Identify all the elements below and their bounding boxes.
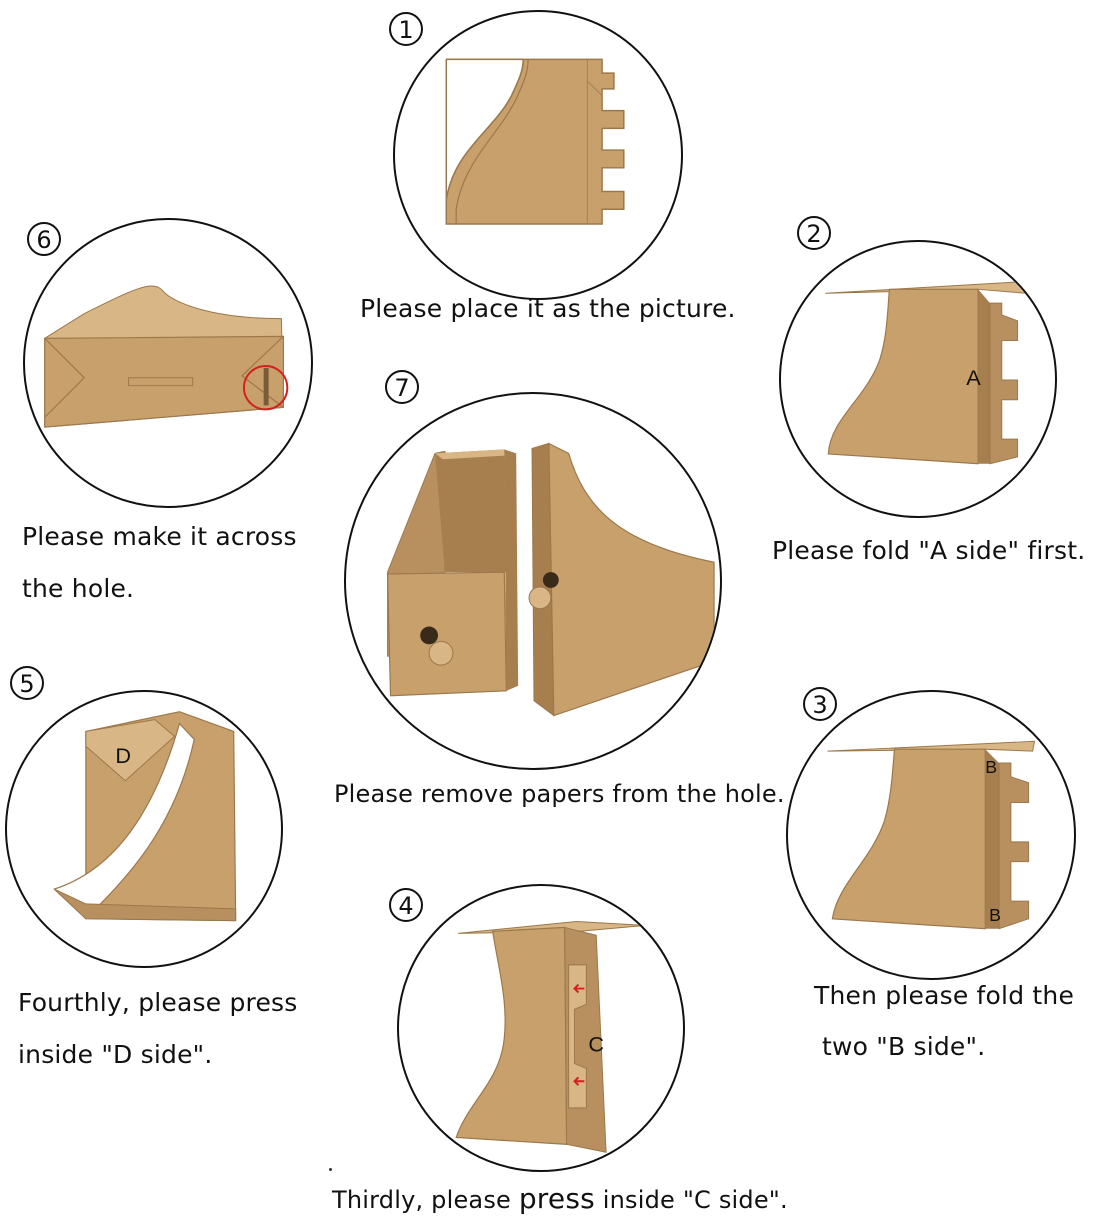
step-6-caption-line-1: Please make it across [22, 522, 297, 551]
step-2-illustration: A [825, 280, 1028, 465]
cardboard-d-fold: D [53, 711, 237, 922]
label-a: A [966, 365, 981, 390]
hole-highlight-ring [242, 364, 289, 411]
step-5-caption-line-1: Fourthly, please press [18, 988, 298, 1017]
step-7-number: 7 [385, 370, 419, 404]
step-4-caption-suffix: inside "C side". [594, 1186, 788, 1214]
step-3-caption-line-1: Then please fold the [814, 981, 1075, 1010]
step-5-image: D [5, 690, 283, 968]
assembled-box-lying [44, 285, 289, 428]
cardboard-c-fold: C [455, 921, 646, 1153]
step-3-image: B B [786, 690, 1076, 980]
cardboard-b-fold: B B [827, 740, 1036, 930]
flat-cardboard-sheet [445, 58, 625, 225]
step-6-illustration [44, 285, 289, 428]
step-7-image [344, 392, 722, 770]
step-5-illustration: D [53, 711, 237, 922]
step-6-caption-line-2: the hole. [22, 574, 135, 603]
finished-holder-side [528, 442, 715, 717]
stray-dot [329, 1168, 332, 1171]
step-4-image: C [397, 884, 685, 1172]
step-4-caption-emphasis: press [518, 1182, 595, 1215]
step-6-image [23, 218, 313, 508]
cardboard-a-fold: A [825, 280, 1028, 465]
step-7-caption: Please remove papers from the hole. [334, 780, 785, 808]
step-1-number: 1 [389, 12, 423, 46]
step-2-number: 2 [797, 216, 831, 250]
step-4-caption: Thirdly, please press inside "C side". [332, 1182, 788, 1215]
step-5-number: 5 [10, 666, 44, 700]
step-3-illustration: B B [827, 740, 1036, 930]
label-b-bottom: B [989, 905, 1001, 925]
step-2-image: A [779, 240, 1057, 518]
step-1-caption: Please place it as the picture. [360, 294, 736, 323]
step-4-caption-prefix: Thirdly, please [332, 1186, 519, 1214]
label-c: C [588, 1032, 604, 1057]
step-7-illustration [386, 442, 715, 717]
step-1-illustration [445, 58, 625, 225]
step-5-caption-line-2: inside "D side". [18, 1040, 213, 1069]
step-4-illustration: C [455, 921, 646, 1153]
step-3-caption-line-2: two "B side". [822, 1032, 986, 1061]
finished-holder-front [386, 449, 519, 697]
step-6-number: 6 [27, 222, 61, 256]
label-b-top: B [985, 757, 997, 777]
step-2-caption: Please fold "A side" first. [772, 536, 1086, 565]
step-1-image [393, 10, 683, 300]
label-d: D [115, 743, 131, 768]
step-3-number: 3 [803, 687, 837, 721]
step-4-number: 4 [389, 888, 423, 922]
